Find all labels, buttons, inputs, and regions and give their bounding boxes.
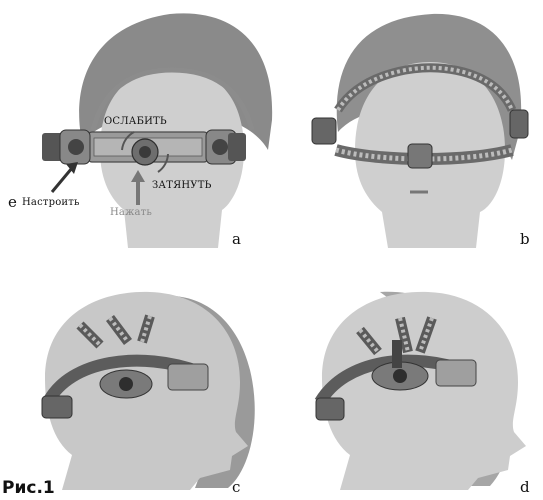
- side-knob-right: [206, 130, 246, 164]
- panel-letter-c: c: [232, 478, 240, 496]
- panel-letter-b: b: [520, 230, 530, 248]
- side-knob-left: [42, 130, 90, 164]
- adjust-label: Настроить: [22, 197, 80, 208]
- rear-buckle: [408, 144, 432, 168]
- loosen-label: ОСЛАБИТЬ: [104, 116, 167, 127]
- adjust-arrow: [52, 168, 72, 192]
- press-label: Нажать: [110, 207, 152, 218]
- panel-a-illustration: [42, 13, 272, 248]
- panel-b-illustration: [312, 14, 528, 248]
- tighten-label: ЗАТЯНУТЬ: [152, 180, 212, 191]
- panel-letter-d: d: [520, 478, 530, 496]
- head-silhouette: [322, 292, 526, 490]
- panel-c-illustration: [42, 292, 255, 490]
- side-letter-e: e: [8, 193, 17, 211]
- figure-caption: Рис.1: [2, 478, 55, 498]
- panel-d-illustration: [316, 292, 526, 490]
- panel-letter-a: a: [232, 230, 241, 248]
